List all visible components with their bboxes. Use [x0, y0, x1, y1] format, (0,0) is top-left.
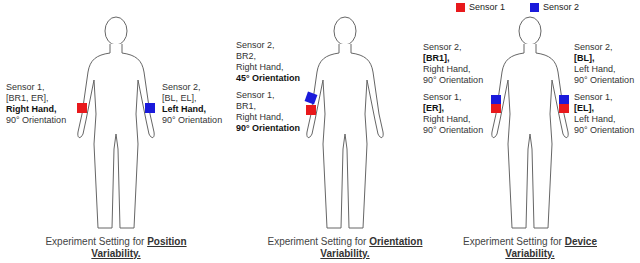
sensor-label: 90° Orientation — [162, 115, 222, 126]
sensor-label: Left Hand, — [574, 114, 616, 125]
sensor-label: Sensor 1, — [574, 92, 613, 103]
human-figure — [307, 17, 383, 228]
sensor-marker — [491, 104, 501, 113]
sensor-marker — [305, 92, 318, 105]
sensor-label: BR2, — [236, 51, 256, 62]
sensor-label: Right Hand, — [423, 64, 471, 75]
sensor-label: 45° Orientation — [236, 73, 300, 84]
caption-part: Device — [565, 236, 597, 247]
caption-part: Variability. — [320, 248, 369, 259]
sensor-marker — [306, 105, 316, 115]
legend-swatch — [456, 3, 465, 12]
sensor-marker — [491, 95, 501, 104]
sensor-label: [BR1], — [423, 53, 450, 64]
sensor-label: Right Hand, — [236, 62, 284, 73]
sensor-label: BR1, — [236, 101, 256, 112]
sensor-label: [ER], — [423, 103, 444, 114]
sensor-label: Sensor 1, — [423, 92, 462, 103]
sensor-label: [BR1, ER], — [6, 93, 49, 104]
sensor-label: 90° Orientation — [574, 125, 634, 136]
caption-part: Orientation — [369, 236, 422, 247]
sensor-label: [BL], — [574, 53, 595, 64]
sensor-label: Left Hand, — [162, 104, 206, 115]
sensor-label: 90° Orientation — [423, 125, 483, 136]
sensor-label: Sensor 2, — [162, 82, 201, 93]
sensor-label: [BL, EL], — [162, 93, 197, 104]
sensor-marker — [559, 104, 569, 113]
sensor-label: Sensor 1, — [6, 82, 45, 93]
sensor-label: Right Hand, — [423, 114, 471, 125]
caption-part: Experiment Setting for — [463, 236, 562, 247]
sensor-label: 90° Orientation — [574, 75, 634, 86]
caption-part: Variability. — [505, 248, 554, 259]
sensor-marker — [145, 103, 155, 113]
sensor-label: Right Hand, — [6, 104, 57, 115]
caption-part: Experiment Setting for — [267, 236, 366, 247]
human-figure — [78, 17, 154, 228]
human-figure — [492, 17, 568, 228]
sensor-label: Left Hand, — [574, 64, 616, 75]
sensor-label: Sensor 2, — [236, 40, 275, 51]
sensor-label: 90° Orientation — [6, 115, 66, 126]
sensor-label: Sensor 1, — [236, 90, 275, 101]
sensor-marker — [77, 103, 87, 113]
caption-part: Variability. — [91, 248, 140, 259]
sensor-marker — [559, 95, 569, 104]
caption-part: Position — [147, 236, 186, 247]
caption: Experiment Setting for Device Variabilit… — [445, 236, 615, 260]
caption-part: Experiment Setting for — [45, 236, 144, 247]
sensor-label: [EL], — [574, 103, 594, 114]
legend-text: Sensor 2 — [543, 2, 579, 13]
sensor-label: Right Hand, — [236, 112, 284, 123]
caption: Experiment Setting for Orientation Varia… — [260, 236, 430, 260]
legend-text: Sensor 1 — [469, 2, 505, 13]
legend-swatch — [530, 3, 539, 12]
caption: Experiment Setting for Position Variabil… — [31, 236, 201, 260]
sensor-label: 90° Orientation — [236, 123, 300, 134]
sensor-label: 90° Orientation — [423, 75, 483, 86]
sensor-label: Sensor 2, — [574, 42, 613, 53]
sensor-label: Sensor 2, — [423, 42, 462, 53]
